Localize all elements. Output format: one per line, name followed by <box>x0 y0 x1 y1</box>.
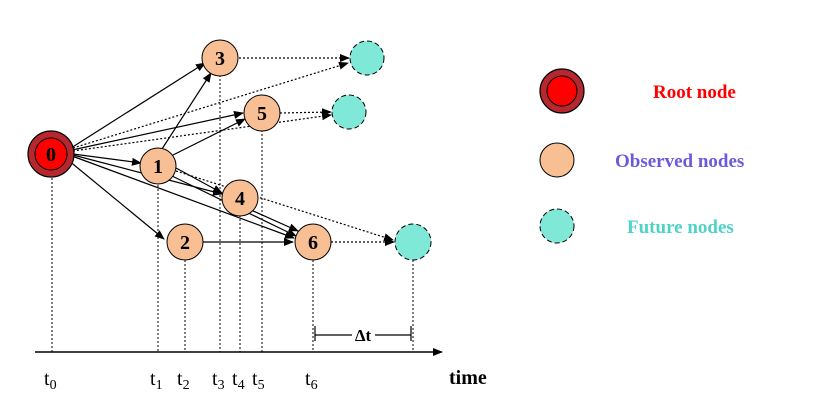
drop-lines <box>51 75 414 352</box>
edge-1-4 <box>175 167 223 194</box>
observed-node-1: 1 <box>139 147 177 185</box>
edge-0-3 <box>70 62 206 149</box>
tick-t3: t3 <box>212 368 225 393</box>
svg-text:5: 5 <box>257 103 267 125</box>
delta-t-label: Δt <box>355 326 372 345</box>
solid-edges <box>67 62 299 246</box>
edge-1-future-c <box>175 170 394 242</box>
tick-t4: t4 <box>232 368 245 393</box>
legend-future-label: Future nodes <box>627 217 734 238</box>
legend-root-label: Root node <box>653 82 736 103</box>
tick-t6: t6 <box>305 368 318 393</box>
legend-observed-symbol <box>539 142 575 178</box>
observed-node-5: 5 <box>243 94 281 132</box>
svg-text:6: 6 <box>308 232 318 254</box>
svg-text:1: 1 <box>153 156 163 178</box>
legend-root-symbol <box>539 68 585 114</box>
edge-0-6 <box>71 155 295 239</box>
edge-5-future-b <box>279 108 332 117</box>
observed-node-6: 6 <box>294 223 332 261</box>
axis-title: time <box>449 367 487 389</box>
observed-node-3: 3 <box>201 39 239 77</box>
edge-4-6 <box>250 209 299 232</box>
tick-t5: t5 <box>252 368 265 393</box>
edge-0-1 <box>72 153 142 166</box>
edge-0-2 <box>67 159 165 240</box>
delta-t-bracket <box>314 326 412 341</box>
tick-labels: t0 t1 t2 t3 t4 t5 t6 <box>44 368 318 393</box>
tick-t0: t0 <box>44 368 57 393</box>
legend-observed-label: Observed nodes <box>615 151 744 172</box>
svg-text:3: 3 <box>215 48 225 70</box>
root-node-0: 0 <box>27 130 75 178</box>
future-node-a <box>349 40 385 76</box>
edge-0-future-b <box>72 112 332 152</box>
edge-0-future-a <box>72 61 349 149</box>
legend: Root node Observed nodes Future nodes <box>539 68 744 244</box>
tick-t1: t1 <box>150 368 163 393</box>
legend-future-symbol <box>539 208 575 244</box>
tick-t2: t2 <box>177 368 190 393</box>
future-node-b <box>331 94 367 130</box>
dotted-edges <box>72 54 395 246</box>
edge-1-3 <box>161 72 212 150</box>
observed-node-4: 4 <box>221 179 259 217</box>
svg-text:4: 4 <box>235 188 245 210</box>
svg-text:0: 0 <box>46 144 56 166</box>
edge-0-5 <box>71 110 244 151</box>
observed-node-2: 2 <box>166 223 204 261</box>
edge-1-5 <box>172 118 246 156</box>
svg-text:2: 2 <box>180 232 190 254</box>
future-node-c <box>394 223 432 261</box>
